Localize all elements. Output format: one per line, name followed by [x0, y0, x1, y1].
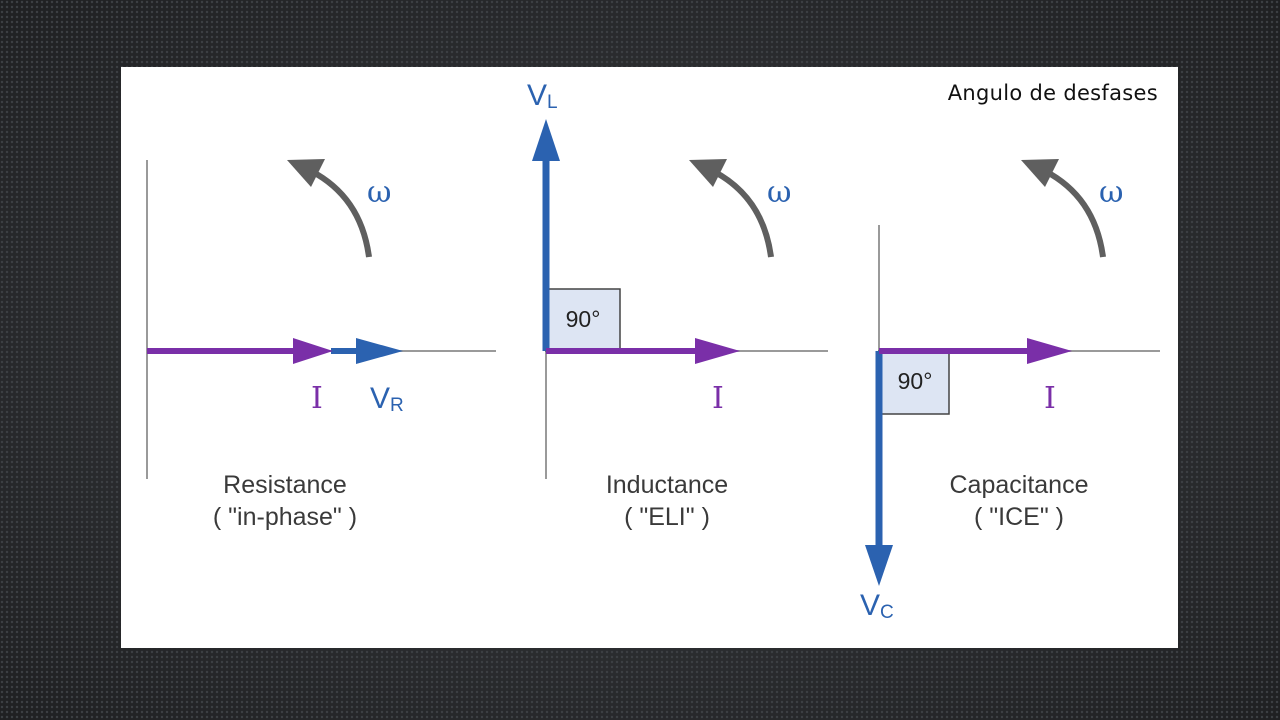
capacitance-name: Capacitance [950, 471, 1089, 499]
capacitance-omega: ω [1099, 175, 1123, 210]
capacitance-rotation-arrowhead [1021, 159, 1059, 187]
inductance-voltage-arrowhead [532, 119, 560, 161]
inductance-voltage-label: VL [527, 79, 558, 113]
capacitance-angle-box [878, 350, 950, 415]
capacitance-current-label: I [1044, 381, 1056, 416]
inductance-mnemonic: ( "ELI" ) [624, 503, 710, 531]
resistance-voltage-label: VR [370, 382, 404, 416]
inductance-current-arrowhead [695, 338, 740, 364]
resistance-rotation-arrow [309, 168, 372, 258]
slide: Angulo de desfases ω I VR Resistance ( "… [121, 67, 1178, 648]
inductance-current-label: I [712, 381, 724, 416]
resistance-mnemonic: ( "in-phase" ) [213, 503, 357, 531]
phasor-diagram: ω I VR Resistance ( "in-phase" ) 90° ω [146, 79, 1160, 623]
capacitance-angle-label: 90° [898, 368, 933, 394]
inductance-rotation-arrowhead [689, 159, 727, 187]
resistance-name: Resistance [223, 471, 347, 499]
inductance-rotation-arrow [711, 168, 774, 258]
resistance-voltage-arrowhead [356, 338, 403, 364]
capacitance-voltage-label: VC [860, 589, 894, 623]
capacitance-rotation-arrow [1043, 168, 1106, 258]
inductance-name: Inductance [606, 471, 728, 499]
capacitance-voltage-arrowhead [865, 545, 893, 586]
inductance-omega: ω [767, 175, 791, 210]
resistance-rotation-arrowhead [287, 159, 325, 187]
resistance-current-arrowhead [293, 338, 333, 364]
inductance-panel: 90° ω VL I Inductance ( "ELI" ) [527, 79, 828, 531]
capacitance-panel: 90° ω I VC Capacitance ( "ICE" ) [860, 159, 1160, 623]
resistance-panel: ω I VR Resistance ( "in-phase" ) [146, 159, 496, 531]
resistance-current-label: I [311, 381, 323, 416]
slide-title: Angulo de desfases [947, 81, 1158, 105]
capacitance-mnemonic: ( "ICE" ) [974, 503, 1064, 531]
capacitance-current-arrowhead [1027, 338, 1072, 364]
resistance-omega: ω [367, 175, 391, 210]
inductance-angle-box [545, 288, 621, 352]
inductance-angle-label: 90° [566, 306, 601, 332]
